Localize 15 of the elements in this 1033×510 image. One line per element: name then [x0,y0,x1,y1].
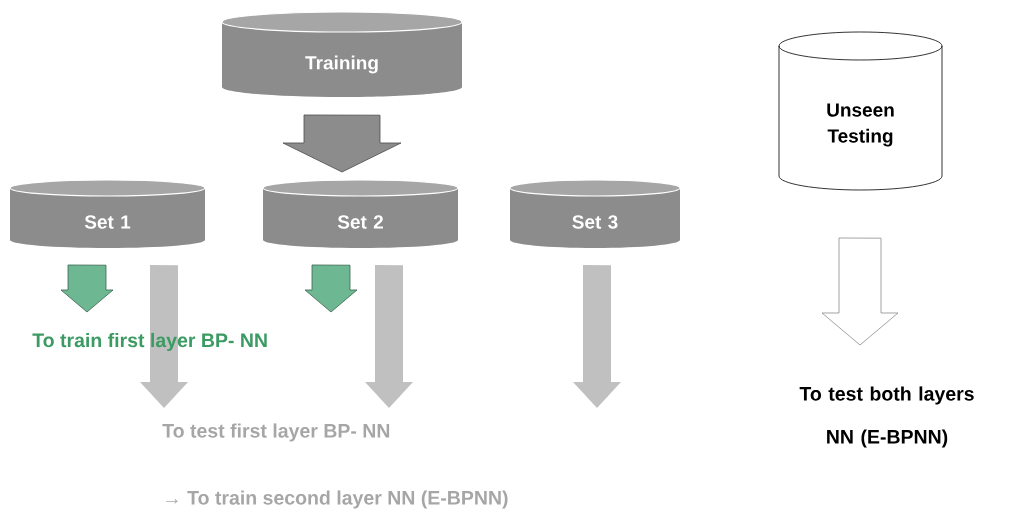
cylinder: Set 3 [509,179,681,248]
caption-text: To test both layers NN (E-BPNN) [799,386,974,448]
block-arrow [573,265,621,408]
caption-text: To train first layer BP- NN [32,332,267,352]
caption-text: To test first layer BP- NN → To train second layer NN (E-BPNN) [162,423,508,509]
block-arrow [140,265,188,408]
cylinder: Set 2 [262,179,459,248]
cylinder: Training [221,11,463,97]
block-arrow [282,114,402,173]
block-arrow [60,264,114,313]
cylinder: Unseen Testing [778,31,943,191]
cylinder: Set 1 [9,179,206,248]
block-arrow [821,237,899,346]
block-arrow [365,265,413,408]
block-arrow [304,264,358,313]
